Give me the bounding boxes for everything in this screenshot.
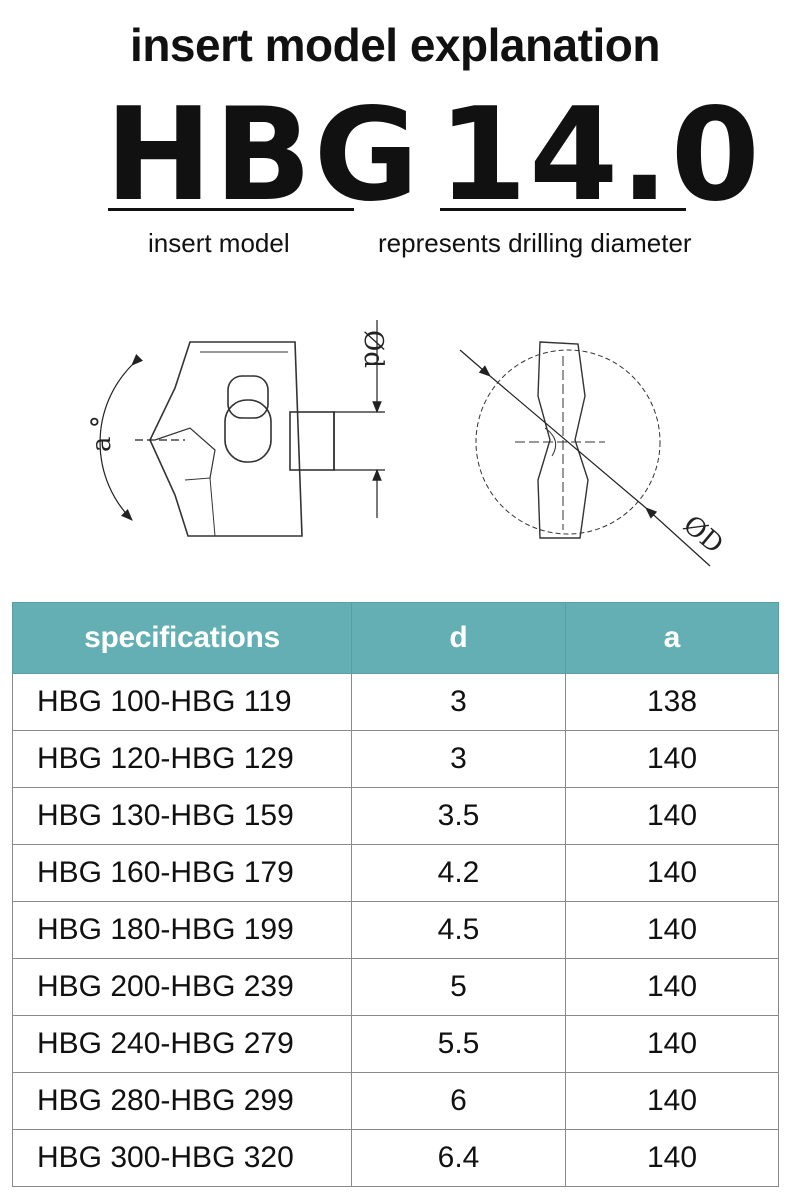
- cell-a: 140: [565, 787, 779, 845]
- model-caption: insert model: [148, 228, 290, 258]
- header-a: a: [565, 602, 779, 674]
- cell-a: 140: [565, 844, 779, 902]
- cell-d: 3: [351, 673, 566, 731]
- angle-dimension: [99, 353, 185, 521]
- cell-a: 140: [565, 1015, 779, 1073]
- insert-side-view: [149, 341, 335, 537]
- d-dimension: [334, 320, 385, 518]
- cell-a: 140: [565, 901, 779, 959]
- header-d: d: [351, 602, 566, 674]
- cell-d: 5.5: [351, 1015, 566, 1073]
- page-title: insert model explanation: [130, 19, 660, 71]
- model-underline: [108, 208, 354, 211]
- cell-a: 138: [565, 673, 779, 731]
- table-header-row: specifications d a: [12, 602, 779, 674]
- cell-a: 140: [565, 730, 779, 788]
- model-code: HBG: [105, 81, 421, 230]
- cell-spec: HBG 200-HBG 239: [12, 958, 352, 1016]
- cell-d: 3: [351, 730, 566, 788]
- cell-d: 6: [351, 1072, 566, 1130]
- header-specifications: specifications: [12, 602, 352, 674]
- cell-d: 3.5: [351, 787, 566, 845]
- cell-spec: HBG 100-HBG 119: [12, 673, 352, 731]
- cell-spec: HBG 300-HBG 320: [12, 1129, 352, 1187]
- cell-a: 140: [565, 1129, 779, 1187]
- cell-spec: HBG 280-HBG 299: [12, 1072, 352, 1130]
- cell-spec: HBG 120-HBG 129: [12, 730, 352, 788]
- diameter-caption: represents drilling diameter: [378, 228, 692, 258]
- cell-d: 4.2: [351, 844, 566, 902]
- cell-spec: HBG 160-HBG 179: [12, 844, 352, 902]
- cell-d: 4.5: [351, 901, 566, 959]
- label-angle: a °: [87, 415, 117, 452]
- diameter-code: 14.0: [438, 81, 762, 230]
- label-D: ØD: [677, 510, 729, 560]
- cell-a: 140: [565, 1072, 779, 1130]
- cell-spec: HBG 240-HBG 279: [12, 1015, 352, 1073]
- insert-technical-drawing: a ° Ød ØD: [87, 320, 729, 567]
- cell-d: 6.4: [351, 1129, 566, 1187]
- cell-d: 5: [351, 958, 566, 1016]
- cell-a: 140: [565, 958, 779, 1016]
- D-dimension: [459, 349, 711, 567]
- label-d: Ød: [358, 330, 388, 368]
- cell-spec: HBG 180-HBG 199: [12, 901, 352, 959]
- cell-spec: HBG 130-HBG 159: [12, 787, 352, 845]
- insert-front-view: [475, 341, 661, 539]
- diameter-underline: [440, 208, 686, 211]
